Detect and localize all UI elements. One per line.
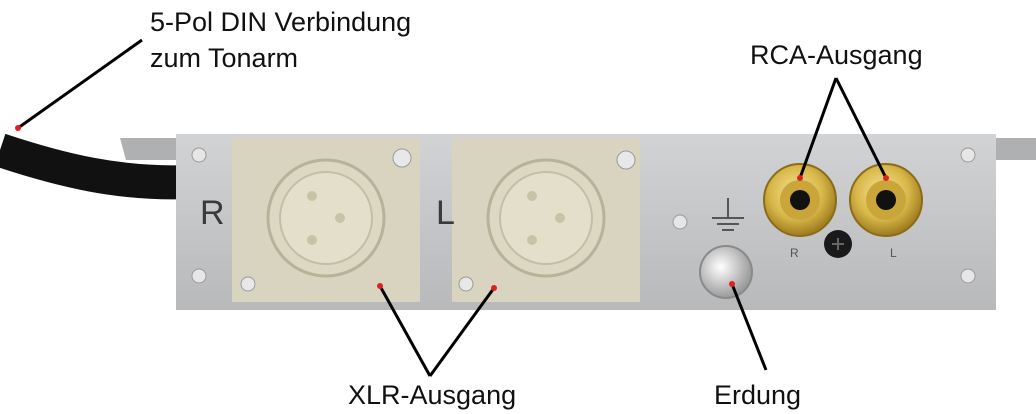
rca-right-label: R [790,246,799,260]
din-callout-line1: 5-Pol DIN Verbindung [150,7,412,37]
leader-dots [15,125,889,291]
ground-callout: Erdung [714,380,802,410]
ground-post [699,245,753,299]
rca-left-jack [849,163,923,237]
rca-leader-line-right [798,77,838,179]
xlr-right-label: R [200,194,225,232]
ground-screw [672,214,688,230]
din-cable [0,133,191,200]
xlr-left-connector [452,138,640,302]
din-leader-line [17,38,143,130]
xlr-leader-line-right [378,285,432,377]
rca-center-screw-icon [824,230,852,258]
xlr-callout: XLR-Ausgang [348,380,517,410]
ground-symbol-icon [712,198,744,231]
rca-leader-line-left [834,77,888,179]
xlr-leader-line-left [428,287,496,377]
din-callout: 5-Pol DIN Verbindung zum Tonarm [150,4,411,76]
leader-lines [17,38,888,377]
left-flange [120,138,178,160]
rca-right-jack [763,163,837,237]
right-flange [994,138,1036,160]
xlr-left-label: L [436,194,455,232]
din-callout-line2: zum Tonarm [150,43,299,73]
rca-left-label: L [890,246,897,260]
xlr-right-connector [232,138,420,302]
rca-callout: RCA-Ausgang [750,40,923,70]
panel-screws [191,147,976,284]
ground-leader-line [730,283,768,371]
